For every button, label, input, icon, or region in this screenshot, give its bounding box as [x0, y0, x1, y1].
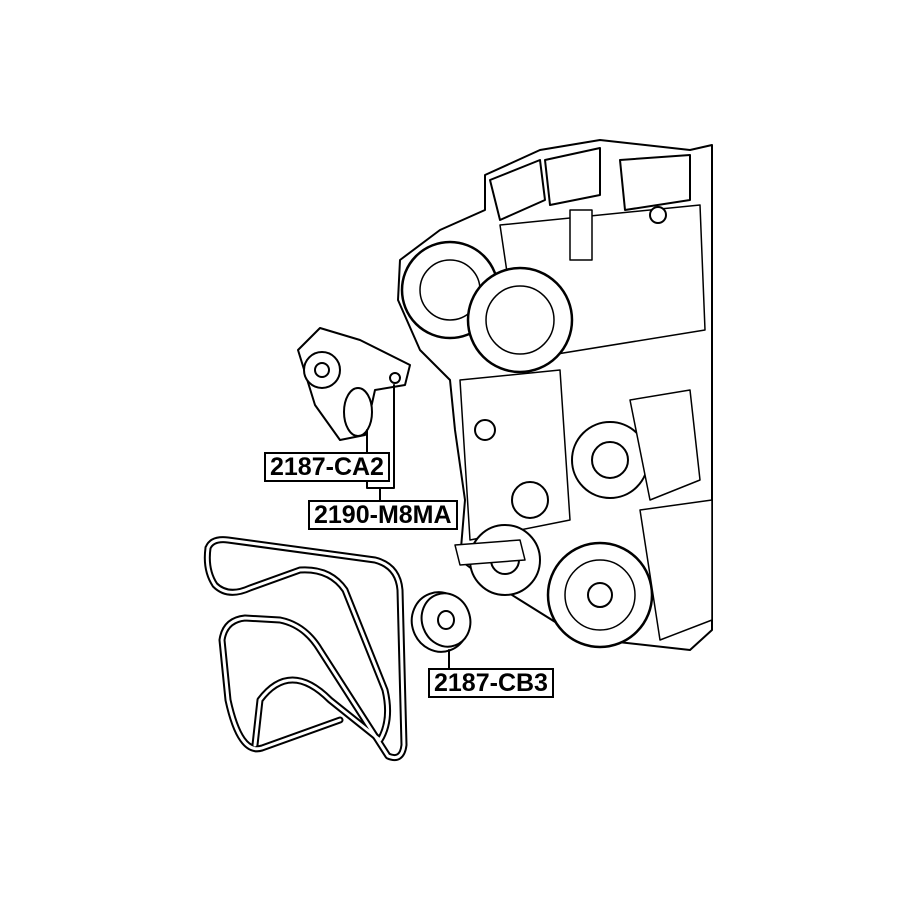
engine-block: [397, 139, 713, 651]
leader-lines: [366, 384, 450, 669]
part-label-2187-cb3[interactable]: 2187-CB3: [428, 668, 554, 698]
belt-tensioner: [297, 327, 411, 441]
drive-belt: [203, 536, 408, 762]
part-label-2187-ca2[interactable]: 2187-CA2: [264, 452, 390, 482]
part-label-2190-m8ma[interactable]: 2190-M8MA: [308, 500, 458, 530]
idler-pulley: [410, 591, 472, 653]
